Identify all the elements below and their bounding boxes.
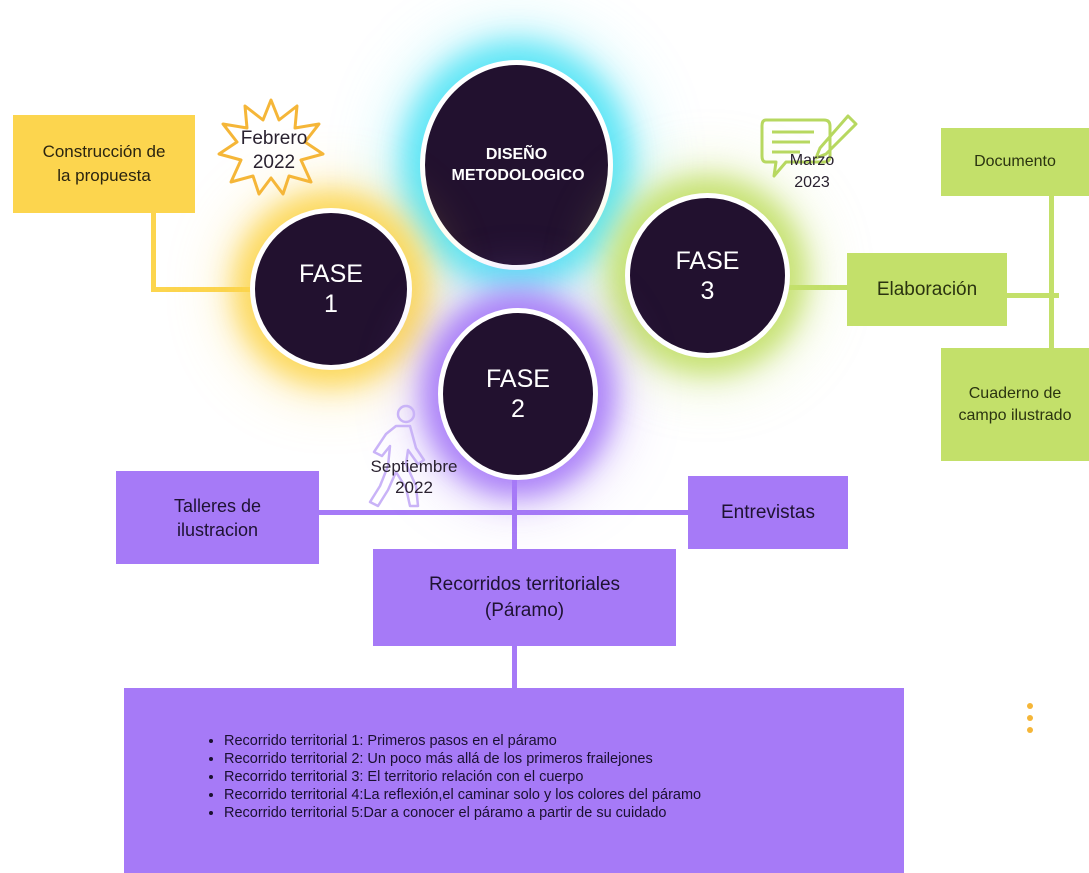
fase1-connector-horizontal (151, 287, 261, 292)
recorridos-list: Recorrido territorial 1: Primeros pasos … (200, 732, 904, 822)
cuaderno-campo-box: Cuaderno de campo ilustrado (941, 348, 1089, 461)
recorridos-list-box: Recorrido territorial 1: Primeros pasos … (124, 688, 904, 873)
fase2-label: FASE 2 (486, 365, 550, 423)
recorrido-item-5: Recorrido territorial 5:Dar a conocer el… (224, 804, 904, 822)
fase3-connector-horizontal (780, 285, 850, 290)
fase3-date: Marzo 2023 (789, 152, 835, 191)
documento-box: Documento (941, 128, 1089, 196)
entrevistas-label: Entrevistas (721, 501, 815, 523)
green-trunk-vertical (1049, 195, 1054, 350)
walking-person-icon (368, 404, 426, 508)
vertical-dots-icon[interactable] (1024, 700, 1036, 740)
fase1-date: Febrero 2022 (240, 128, 308, 173)
talleres-ilustracion-label: Talleres de ilustracion (173, 495, 262, 540)
documento-label: Documento (974, 153, 1056, 170)
construccion-propuesta-label: Construcción de la propuesta (42, 142, 166, 185)
fase1-label: FASE 1 (299, 260, 363, 318)
recorrido-item-1: Recorrido territorial 1: Primeros pasos … (224, 732, 904, 750)
recorridos-territoriales-box: Recorridos territoriales (Páramo) (373, 549, 676, 646)
talleres-ilustracion-box: Talleres de ilustracion (116, 471, 319, 564)
starburst-icon (217, 98, 325, 196)
fase1-connector-vertical (151, 210, 156, 292)
cuaderno-campo-label: Cuaderno de campo ilustrado (958, 384, 1072, 424)
fase1-circle: FASE 1 (250, 208, 412, 370)
recorrido-item-3: Recorrido territorial 3: El territorio r… (224, 768, 904, 786)
construccion-propuesta-box: Construcción de la propuesta (13, 115, 195, 213)
fase2-circle: FASE 2 (438, 308, 598, 480)
entrevistas-box: Entrevistas (688, 476, 848, 549)
green-branch-horizontal (1004, 293, 1059, 298)
chat-pencil-icon (760, 114, 858, 178)
elaboracion-label: Elaboración (876, 278, 978, 300)
elaboracion-box: Elaboración (847, 253, 1007, 326)
fase2-trunk-lower (512, 645, 517, 690)
fase2-branch-horizontal (318, 510, 690, 515)
diseno-metodologico-label: DISEÑO METODOLOGICO (451, 146, 585, 184)
fase3-circle: FASE 3 (625, 193, 790, 358)
recorrido-item-4: Recorrido territorial 4:La reflexión,el … (224, 786, 904, 804)
recorrido-item-2: Recorrido territorial 2: Un poco más all… (224, 750, 904, 768)
recorridos-territoriales-label: Recorridos territoriales (Páramo) (428, 573, 621, 621)
fase2-date: Septiembre 2022 (370, 457, 458, 497)
diseno-metodologico-circle: DISEÑO METODOLOGICO (420, 60, 613, 270)
fase3-label: FASE 3 (675, 246, 740, 305)
